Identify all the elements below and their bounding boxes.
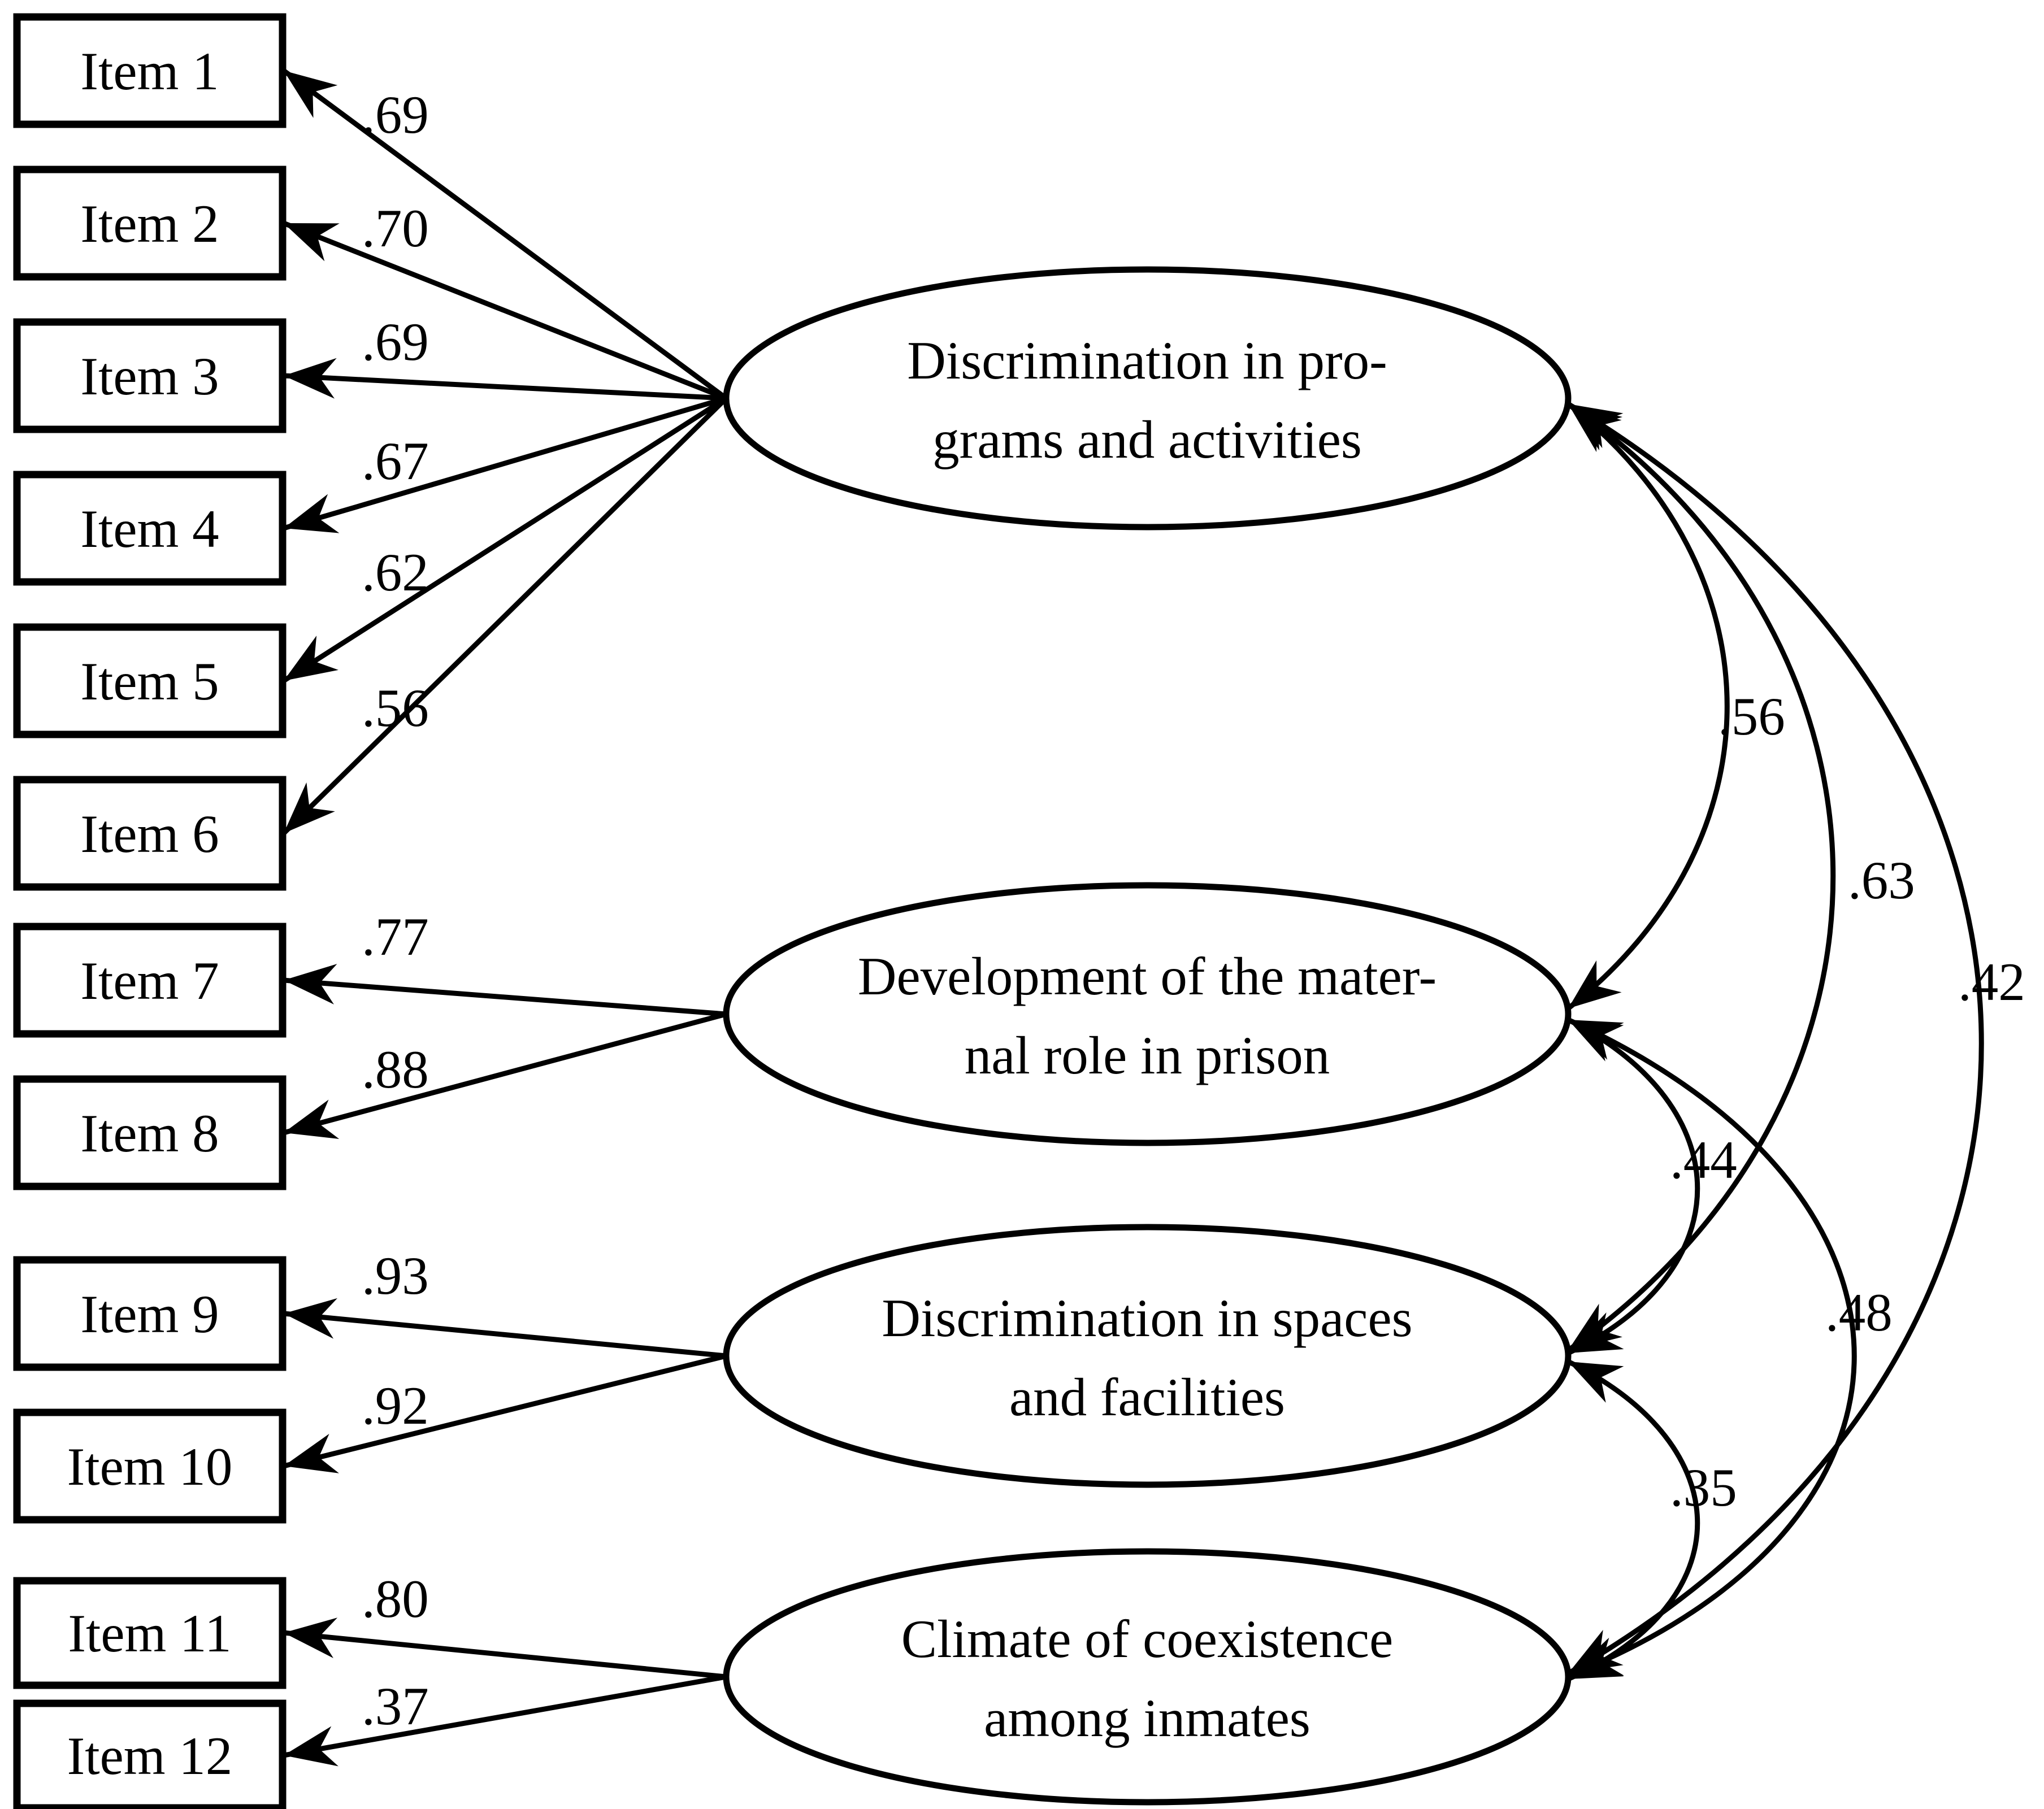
correlation-value-f1-f3: .63 [1848,850,1915,910]
item-label-5: Item 5 [80,651,219,711]
item-box-2 [13,166,287,281]
loading-value-item3: .69 [362,312,429,372]
loading-arrow-item11 [283,1617,727,1680]
factor3-name-line1: Discrimination in spaces [882,1288,1412,1348]
correlation-arc-f1-f3 [1566,402,1836,1353]
loading-value-item4: .67 [362,431,429,491]
item-box-11 [13,1577,287,1689]
factor-ellipse-2 [723,882,1572,1146]
loading-arrow-item2 [283,220,727,401]
item-label-12: Item 12 [67,1726,233,1786]
correlation-arc-f3-f4 [1567,1359,1700,1682]
loading-value-item12: .37 [362,1676,429,1736]
item-box-3 [13,318,287,433]
factor1-name-line2: grams and activities [932,410,1362,469]
item-label-6: Item 6 [80,804,219,864]
loading-value-item10: .92 [362,1376,429,1436]
factor3-name-line2: and facilities [1009,1367,1285,1427]
factor1-name-line1: Discrimination in pro- [907,331,1387,390]
factor4-name-line2: among inmates [984,1688,1310,1748]
loading-arrow-item12 [283,1674,727,1767]
item-box-6 [13,776,287,891]
loading-arrow-item1 [282,68,728,401]
loading-value-item8: .88 [362,1040,429,1099]
correlation-value-f2-f3: .44 [1670,1130,1737,1190]
item-box-10 [13,1408,287,1524]
factor2-name-line1: Development of the mater- [858,946,1437,1006]
loading-arrow-item3 [283,358,727,401]
loading-value-item7: .77 [362,907,429,967]
loading-value-item11: .80 [362,1569,429,1629]
loading-arrow-item8 [283,1011,727,1139]
correlation-value-f1-f4: .42 [1958,952,2025,1012]
correlation-arc-f1-f4 [1566,402,1984,1676]
correlation-arc-f1-f2 [1566,402,1730,1011]
correlation-value-f3-f4: .35 [1670,1458,1737,1517]
item-box-12 [13,1699,287,1809]
loading-value-item6: .56 [362,678,429,738]
item-label-9: Item 9 [80,1284,219,1344]
item-box-8 [13,1075,287,1190]
factor-ellipse-3 [723,1224,1572,1488]
item-box-7 [13,923,287,1038]
loading-value-item5: .62 [362,542,429,602]
item-box-1 [13,13,287,128]
factor2-name-line2: nal role in prison [965,1025,1330,1085]
item-box-4 [13,471,287,586]
correlation-arc-f2-f3 [1566,1017,1700,1356]
factor4-name-line1: Climate of coexistence [901,1609,1394,1669]
loading-arrow-item7 [283,964,727,1017]
item-label-11: Item 11 [68,1603,231,1663]
correlation-value-f1-f2: .56 [1718,686,1785,746]
item-label-8: Item 8 [80,1103,219,1163]
loading-arrow-item9 [283,1298,727,1359]
correlation-arc-f2-f4 [1567,1017,1857,1678]
factor-ellipse-4 [723,1548,1572,1806]
item-label-2: Item 2 [80,194,219,254]
item-label-10: Item 10 [67,1437,233,1497]
loading-arrow-item4 [283,395,727,533]
loading-arrow-item10 [283,1353,727,1473]
item-label-7: Item 7 [80,951,219,1011]
factor-ellipse-1 [723,266,1572,530]
loading-arrow-item6 [281,396,728,836]
correlation-value-f2-f4: .48 [1825,1282,1893,1342]
item-label-4: Item 4 [80,499,219,559]
loading-value-item1: .69 [362,85,429,145]
loading-value-item2: .70 [362,198,429,258]
item-box-5 [13,623,287,738]
item-label-1: Item 1 [80,41,219,101]
loading-arrow-item5 [282,396,728,683]
item-box-9 [13,1256,287,1371]
item-label-3: Item 3 [80,346,219,406]
loading-value-item9: .93 [362,1246,429,1306]
